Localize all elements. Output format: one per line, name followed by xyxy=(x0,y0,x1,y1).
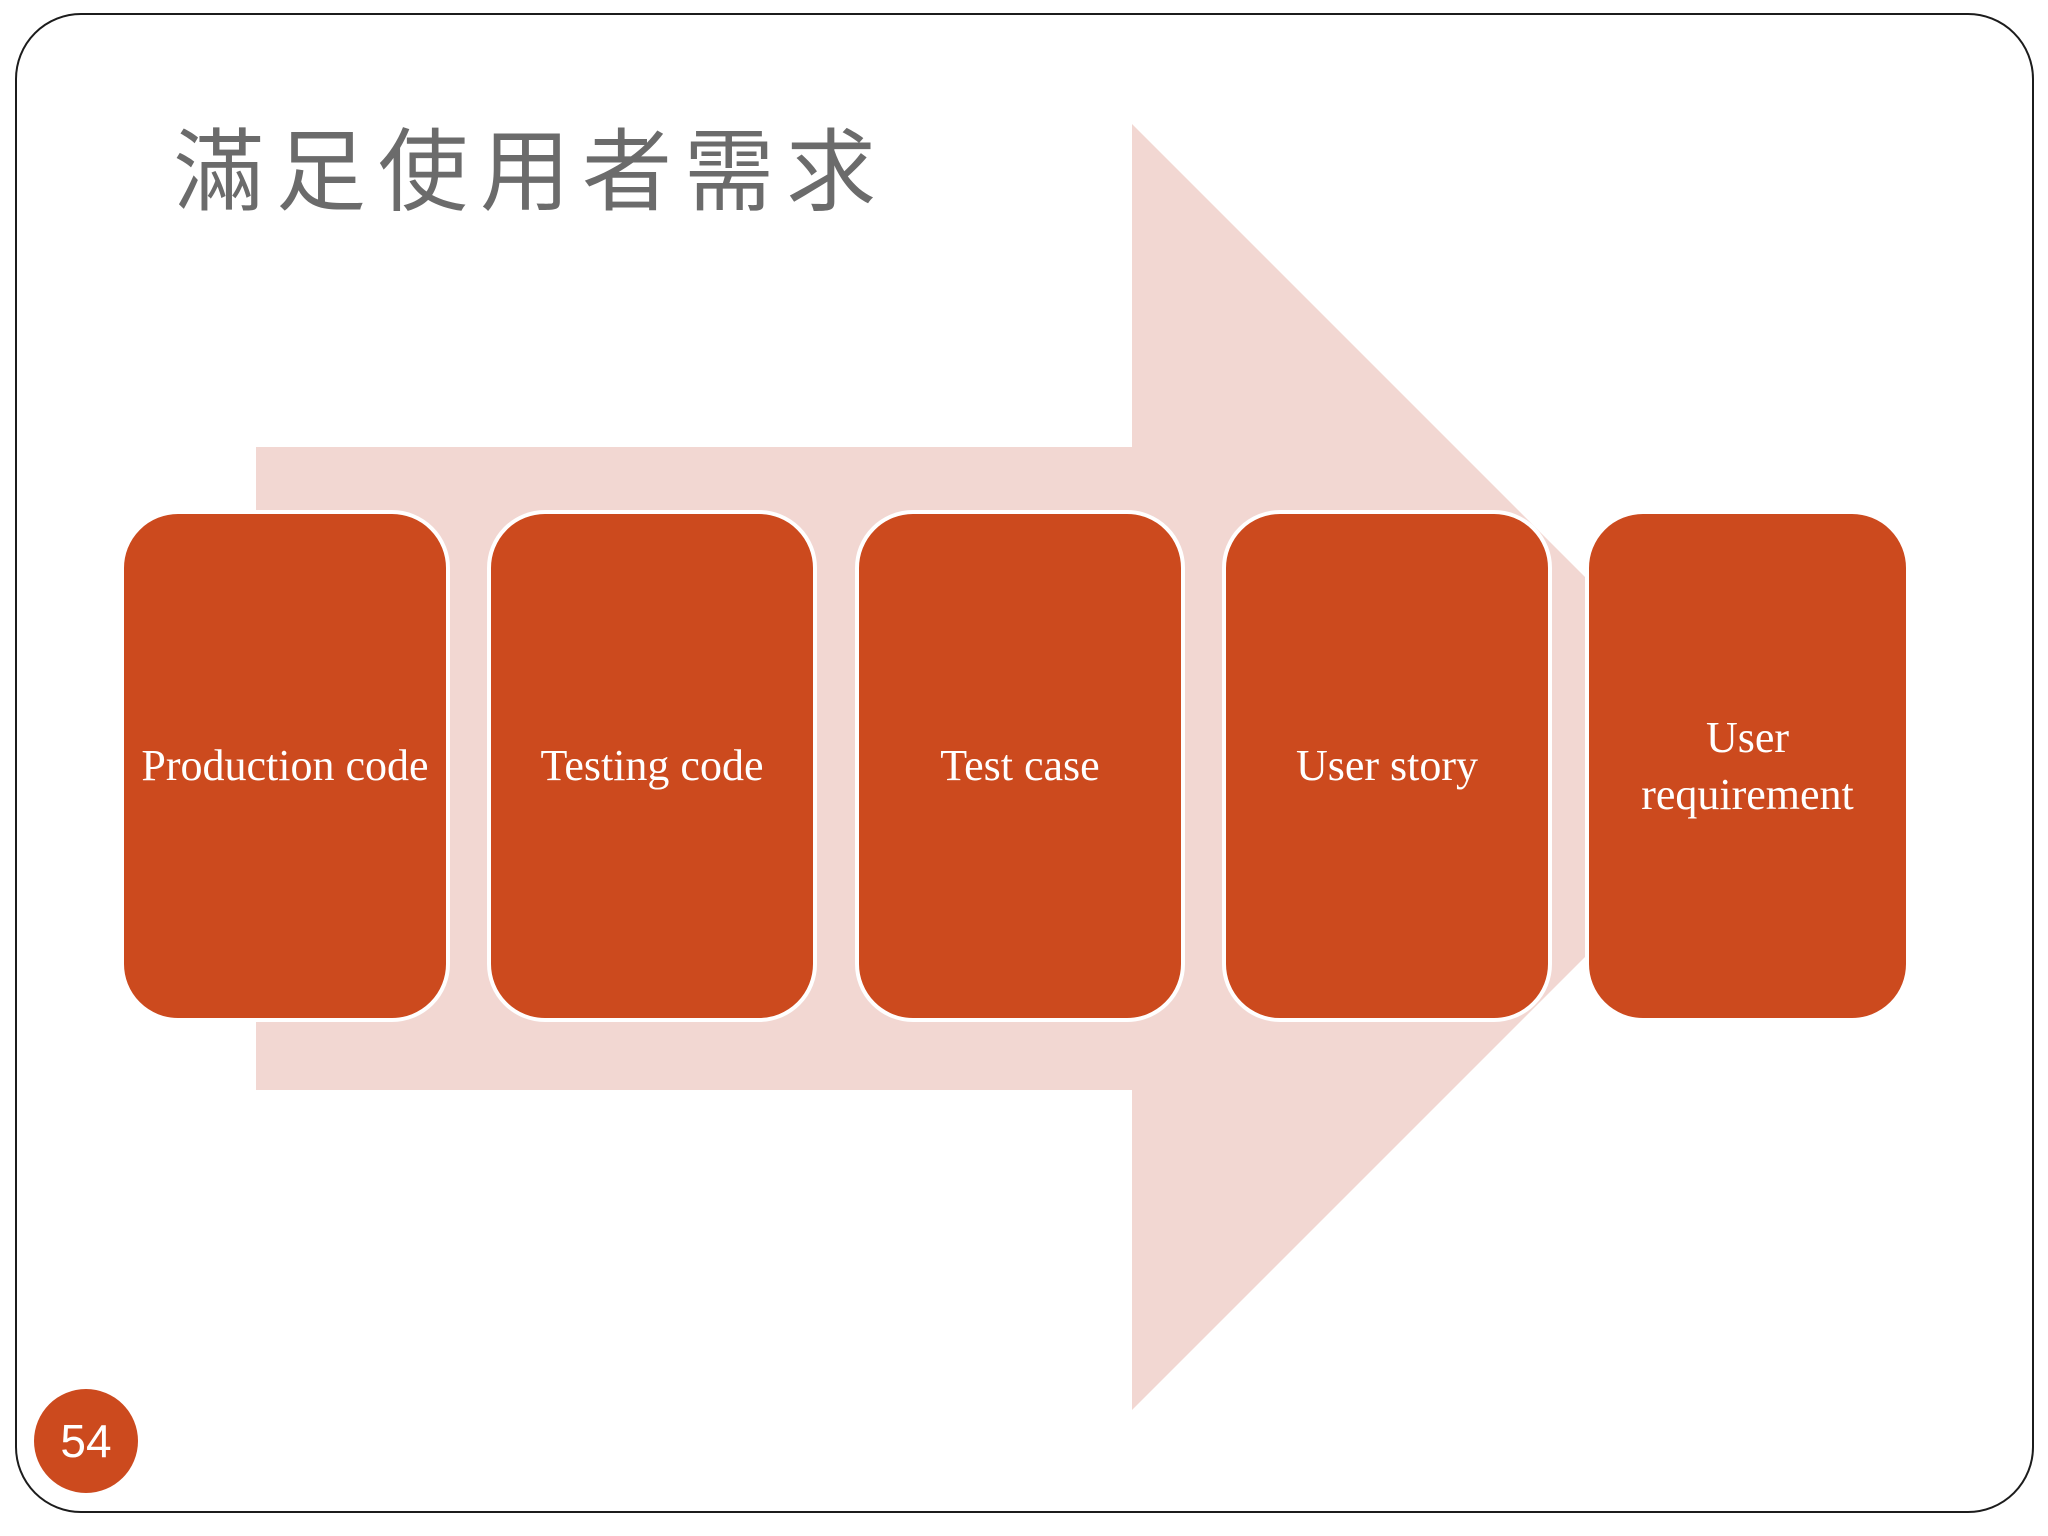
step-box-test-case: Test case xyxy=(855,510,1185,1022)
page-number: 54 xyxy=(60,1415,112,1467)
step-label: User story xyxy=(1295,741,1479,791)
slide-title: 滿足使用者需求 xyxy=(174,123,888,223)
step-label: Production code xyxy=(141,741,429,791)
step-box-testing-code: Testing code xyxy=(487,510,817,1022)
step-label: User requirement xyxy=(1641,712,1854,819)
step-label: Testing code xyxy=(540,741,764,791)
step-box-user-requirement: User requirement xyxy=(1585,510,1910,1022)
page-number-badge: 54 xyxy=(34,1389,138,1493)
step-box-production-code: Production code xyxy=(120,510,450,1022)
step-box-user-story: User story xyxy=(1222,510,1552,1022)
step-label: Test case xyxy=(940,741,1100,791)
